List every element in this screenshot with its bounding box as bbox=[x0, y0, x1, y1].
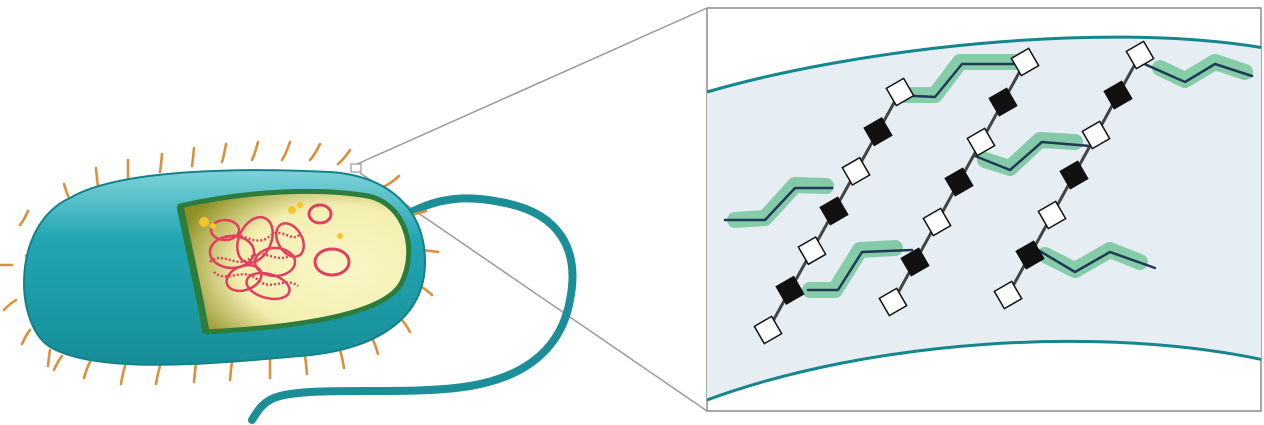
pilus bbox=[82, 360, 92, 380]
pilus bbox=[383, 174, 401, 188]
glycan-unit-black bbox=[988, 87, 1018, 117]
callout-marker bbox=[350, 163, 362, 173]
cell-wall-outer-boundary bbox=[707, 35, 1261, 94]
pilus bbox=[228, 360, 234, 382]
glycan-unit-black bbox=[819, 196, 849, 226]
glycan-unit-white bbox=[993, 280, 1023, 310]
glycan-unit-black bbox=[1103, 80, 1133, 110]
glycan-unit-white bbox=[1037, 200, 1067, 230]
pilus bbox=[280, 140, 292, 162]
pilus bbox=[190, 146, 196, 168]
pilus bbox=[2, 298, 18, 312]
pilus bbox=[18, 209, 30, 227]
pilus bbox=[370, 336, 380, 356]
pilus bbox=[338, 348, 346, 370]
glycan-strands bbox=[753, 40, 1155, 345]
flagellum-icon bbox=[248, 194, 577, 424]
cell-wall-inner-boundary bbox=[707, 339, 1261, 402]
cell-wall-band bbox=[707, 37, 1261, 400]
nucleoid-dna bbox=[208, 215, 305, 301]
glycan-unit-white bbox=[966, 127, 996, 157]
glycan-unit-white bbox=[797, 235, 827, 266]
pilus bbox=[94, 166, 100, 188]
glycan-unit-white bbox=[1081, 120, 1111, 150]
glycan-unit-white bbox=[1125, 40, 1155, 70]
pilus bbox=[220, 142, 228, 164]
glycan-unit-white bbox=[878, 287, 908, 317]
glycan-unit-black bbox=[1059, 160, 1089, 190]
pilus bbox=[52, 354, 64, 372]
glycan-unit-white bbox=[885, 77, 915, 107]
pilus bbox=[158, 152, 164, 174]
glycan-unit-black bbox=[900, 247, 930, 277]
glycan-unit-black bbox=[944, 167, 974, 197]
glycan-unit-white bbox=[841, 156, 871, 187]
pilus bbox=[46, 348, 52, 368]
pilus bbox=[192, 362, 198, 384]
plasmid-rings bbox=[307, 203, 351, 277]
pilus bbox=[154, 364, 162, 386]
granules bbox=[199, 202, 343, 239]
glycan-unit-white bbox=[753, 315, 783, 345]
pilus bbox=[250, 140, 260, 162]
pilus bbox=[336, 148, 352, 166]
pilus bbox=[303, 354, 309, 376]
pilus bbox=[20, 328, 32, 346]
pilus bbox=[119, 364, 127, 386]
glycan-unit-black bbox=[863, 116, 893, 147]
peptide-crosslinks bbox=[723, 54, 1254, 298]
glycan-unit-black bbox=[1015, 240, 1045, 270]
cutaway-edge bbox=[176, 205, 210, 333]
pilus bbox=[308, 142, 322, 162]
glycan-unit-white bbox=[1010, 47, 1040, 77]
glycan-unit-black bbox=[775, 275, 805, 306]
glycan-unit-white bbox=[922, 207, 952, 237]
